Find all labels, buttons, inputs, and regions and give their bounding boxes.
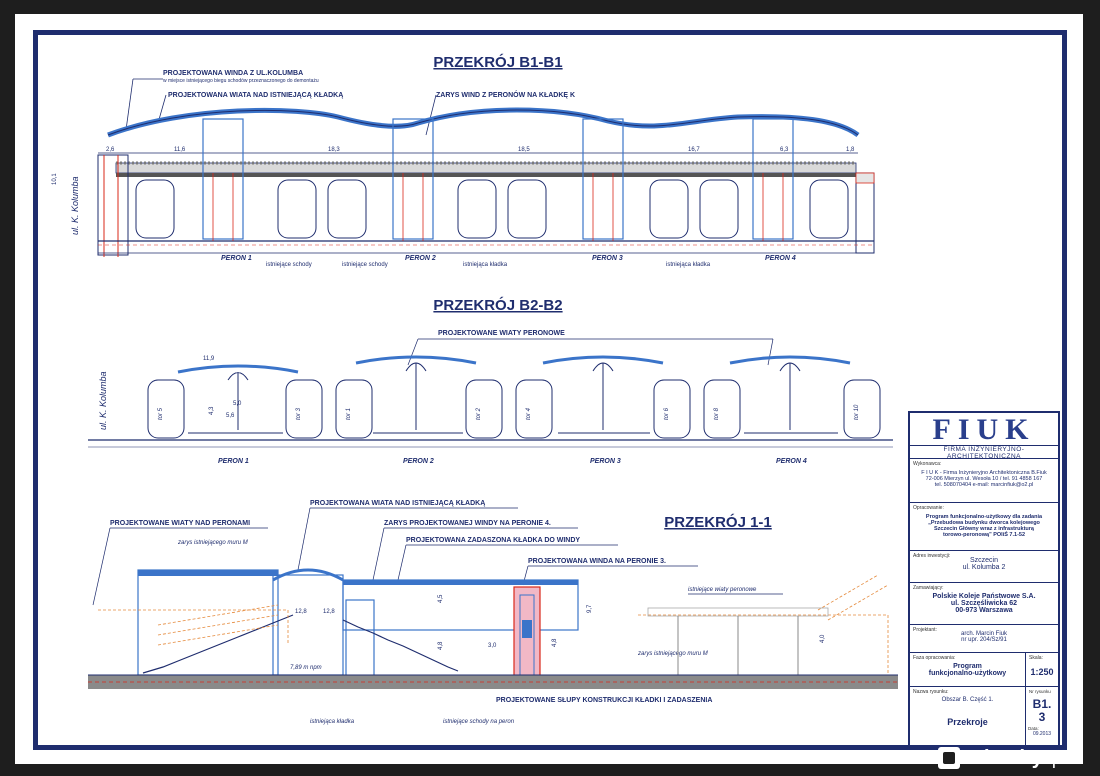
svg-text:9,7: 9,7 [587,604,593,613]
svg-text:12,8: 12,8 [295,609,307,615]
svg-text:PROJEKTOWANA WINDA NA PERONIE: PROJEKTOWANA WINDA NA PERONIE 3. [528,558,666,565]
b2-callout-canopies: PROJEKTOWANE WIATY PERONOWE [438,330,565,337]
svg-text:4,8: 4,8 [438,641,444,650]
b2-street-label: ul. K. Kolumba [98,371,108,430]
svg-text:PROJEKTOWANA ZADASZONA KŁADKA: PROJEKTOWANA ZADASZONA KŁADKA DO WINDY [406,537,580,544]
svg-text:3,0: 3,0 [488,643,497,649]
svg-text:istniejące schody na peron: istniejące schody na peron [443,719,515,725]
section-b1-title: PRZEKRÓJ B1-B1 [433,53,562,71]
section-1-1-title: PRZEKRÓJ 1-1 [664,513,772,531]
svg-text:ZARYS PROJEKTOWANEJ WINDY NA P: ZARYS PROJEKTOWANEJ WINDY NA PERONIE 4. [384,520,551,527]
svg-text:10,1: 10,1 [52,173,58,185]
svg-text:5,0: 5,0 [233,401,242,407]
b1-callout-lift-outline: ZARYS WIND Z PERONÓW NA KŁADKĘ K [436,90,575,99]
svg-text:7,89 m npm: 7,89 m npm [290,665,322,671]
svg-text:4,8: 4,8 [552,638,558,647]
drawing-canvas: PRZEKRÓJ B1-B1 PROJEKTOWANA WINDA Z UL.K… [52,53,898,725]
b1-platform-2: PERON 2 [405,255,436,262]
svg-text:zarys istniejącego muru M: zarys istniejącego muru M [637,651,708,657]
svg-text:PROJEKTOWANE WIATY NAD PERONAM: PROJEKTOWANE WIATY NAD PERONAMI [110,520,250,527]
drawing-frame: PRZEKRÓJ B1-B1 PROJEKTOWANA WINDA Z UL.K… [33,30,1067,750]
b2-platform-1: PERON 1 [218,458,249,465]
svg-text:PROJEKTOWANA WIATA NAD ISTNIEJ: PROJEKTOWANA WIATA NAD ISTNIEJĄCĄ KŁADKĄ [310,500,485,507]
b2-platform-2: PERON 2 [403,458,434,465]
firm-logo: FIUK FIRMA INŻYNIERYJNO-ARCHITEKTONICZNA [910,415,1058,460]
svg-text:tor 10: tor 10 [854,404,860,420]
svg-text:16,7: 16,7 [688,147,700,153]
svg-text:4,0: 4,0 [820,634,826,643]
svg-text:6,3: 6,3 [780,147,789,153]
urbanity-watermark: urbanity.pl [938,744,1098,772]
svg-text:tor 4: tor 4 [526,407,532,420]
b2-platform-3: PERON 3 [590,458,621,465]
phase-scale-block: Faza opracowania: Program funkcjonalno-u… [910,653,1058,687]
svg-text:istniejące schody: istniejące schody [266,262,312,268]
svg-text:tor 5: tor 5 [158,407,164,420]
investment-address: Adres inwestycji: Szczecin ul. Kolumba 2 [910,551,1058,583]
section-b1: PRZEKRÓJ B1-B1 PROJEKTOWANA WINDA Z UL.K… [52,53,875,268]
b1-street-label: ul. K. Kolumba [70,176,80,235]
b1-callout-canopy: PROJEKTOWANA WIATA NAD ISTNIEJĄCĄ KŁADKĄ [168,92,343,99]
svg-text:PROJEKTOWANE SŁUPY KONSTRUKCJI: PROJEKTOWANE SŁUPY KONSTRUKCJI KŁADKI I … [496,697,712,704]
svg-text:tor 8: tor 8 [714,407,720,420]
project-description: Opracowanie: Program funkcjonalno-użytko… [910,503,1058,551]
svg-text:tor 2: tor 2 [476,407,482,420]
designer-block: Projektant: arch. Marcin Fiuk nr upr. 20… [910,625,1058,653]
svg-text:zarys istniejącego muru M: zarys istniejącego muru M [177,540,248,546]
svg-text:18,5: 18,5 [518,147,530,153]
svg-text:tor 1: tor 1 [346,408,352,420]
b1-platform-1: PERON 1 [221,255,252,262]
b1-platform-4: PERON 4 [765,255,796,262]
b1-callout-lift: PROJEKTOWANA WINDA Z UL.KOLUMBA [163,70,303,77]
svg-text:istniejące schody: istniejące schody [342,262,388,268]
urbanity-logo-icon [938,747,960,769]
section-b2: PRZEKRÓJ B2-B2 PROJEKTOWANE WIATY PERONO… [88,296,893,465]
svg-text:istniejąca kładka: istniejąca kładka [463,262,508,268]
svg-text:1,8: 1,8 [846,147,855,153]
svg-text:tor 6: tor 6 [664,407,670,420]
svg-text:2,6: 2,6 [106,147,115,153]
svg-text:istniejąca kładka: istniejąca kładka [310,719,355,725]
b1-platform-3: PERON 3 [592,255,623,262]
b2-platform-4: PERON 4 [776,458,807,465]
svg-text:5,6: 5,6 [226,413,235,419]
drawing-name-block: Nazwa rysunku: Obszar B. Część 1. Przekr… [910,687,1058,747]
svg-text:11,6: 11,6 [174,147,186,153]
svg-text:4,5: 4,5 [438,594,444,603]
svg-text:12,8: 12,8 [323,609,335,615]
svg-text:11,9: 11,9 [203,356,215,362]
contractor-block: Wykonawca: F I U K - Firma Inżynieryjno … [910,459,1058,503]
svg-text:istniejące wiaty peronowe: istniejące wiaty peronowe [688,587,757,593]
client-block: Zamawiający: Polskie Koleje Państwowe S.… [910,583,1058,625]
svg-text:tor 3: tor 3 [296,407,302,420]
title-block: FIUK FIRMA INŻYNIERYJNO-ARCHITEKTONICZNA… [908,411,1060,747]
svg-text:4,3: 4,3 [209,406,215,415]
section-1-1: PRZEKRÓJ 1-1 PROJEKTOWANA WIATA NAD ISTN… [88,500,898,725]
b1-callout-lift-sub: w miejsce istniejącego biegu schodów prz… [163,78,319,84]
svg-text:istniejąca kładka: istniejąca kładka [666,262,711,268]
section-b2-title: PRZEKRÓJ B2-B2 [433,296,562,314]
svg-text:18,3: 18,3 [328,147,340,153]
